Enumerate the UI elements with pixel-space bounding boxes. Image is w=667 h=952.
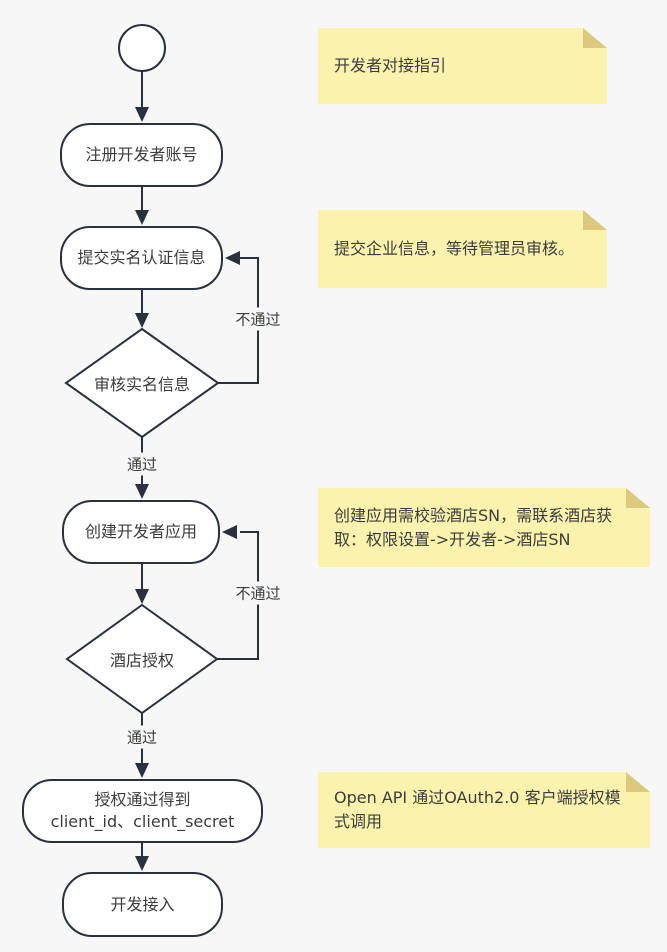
note-fold-corner — [583, 28, 607, 48]
note-fold-corner — [626, 772, 650, 792]
edge-label-fail-auth: 不通过 — [232, 581, 284, 605]
node-label-line2: client_id、client_secret — [50, 812, 235, 831]
edge-label-pass-auth: 通过 — [123, 725, 161, 749]
note-text: 开发者对接指引 — [334, 56, 447, 75]
node-label: 注册开发者账号 — [85, 145, 198, 165]
node-submit-realname: 提交实名认证信息 — [60, 226, 223, 290]
node-create-app: 创建开发者应用 — [62, 500, 220, 564]
edge-label-fail-review: 不通过 — [232, 307, 284, 331]
arrowhead — [135, 313, 149, 328]
arrowhead — [135, 210, 149, 225]
decision-hotel-auth-label: 酒店授权 — [109, 651, 175, 670]
arrowhead — [135, 107, 149, 122]
decision-review-realname-label: 审核实名信息 — [93, 375, 191, 394]
node-label: 提交实名认证信息 — [77, 248, 206, 268]
note-create-app-sn: 创建应用需校验酒店SN，需联系酒店获取：权限设置->开发者->酒店SN — [318, 488, 650, 567]
node-label: 开发接入 — [110, 894, 175, 914]
note-guide-title: 开发者对接指引 — [318, 28, 607, 104]
node-register-account: 注册开发者账号 — [60, 123, 223, 187]
start-node — [118, 24, 166, 72]
note-submit-info: 提交企业信息，等待管理员审核。 — [318, 210, 607, 288]
node-develop: 开发接入 — [62, 872, 223, 937]
node-label-line1: 授权通过得到 — [94, 790, 191, 810]
node-label: 创建开发者应用 — [84, 522, 197, 542]
note-oauth: Open API 通过OAuth2.0 客户端授权模式调用 — [318, 772, 650, 848]
note-text: Open API 通过OAuth2.0 客户端授权模式调用 — [334, 788, 621, 831]
note-fold-corner — [583, 210, 607, 230]
note-text: 创建应用需校验酒店SN，需联系酒店获取：权限设置->开发者->酒店SN — [334, 505, 613, 549]
note-fold-corner — [626, 488, 650, 508]
arrowhead — [225, 251, 240, 265]
node-credentials: 授权通过得到 client_id、client_secret — [22, 779, 263, 843]
note-text: 提交企业信息，等待管理员审核。 — [334, 239, 575, 258]
arrowhead — [135, 589, 149, 604]
edge-label-pass-review: 通过 — [123, 452, 161, 476]
arrowhead — [135, 763, 149, 778]
arrowhead — [135, 856, 149, 871]
arrowhead — [135, 484, 149, 499]
arrowhead — [222, 525, 237, 539]
